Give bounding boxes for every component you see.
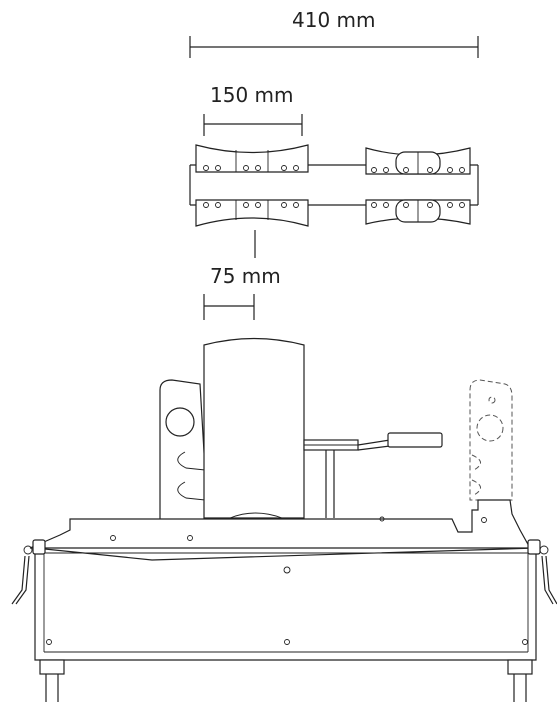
side-handle [303, 432, 443, 451]
dimension-label-guide-width: 150 mm [210, 83, 294, 107]
left-leg [39, 659, 65, 702]
guide-rails-top-view [189, 144, 479, 227]
dimension-label-center-offset: 75 mm [210, 264, 281, 288]
base-top-plate [29, 499, 532, 549]
base-housing [34, 547, 537, 661]
dimension-line-center-offset [203, 230, 256, 320]
right-latch [527, 539, 557, 605]
right-leg [507, 659, 533, 702]
dimension-line-guide-width [203, 114, 303, 136]
machine-front-view [11, 337, 557, 702]
right-guide-upper [365, 147, 471, 175]
right-bracket-dashed [469, 379, 513, 501]
dimension-line-overall-width [189, 36, 479, 58]
left-guide-lower [195, 199, 309, 227]
left-latch [11, 539, 46, 605]
dimension-label-overall-width: 410 mm [292, 8, 376, 32]
left-guide-upper [195, 144, 309, 173]
drum-cylinder [203, 337, 305, 519]
left-bracket [159, 379, 209, 521]
right-guide-lower [365, 199, 471, 225]
